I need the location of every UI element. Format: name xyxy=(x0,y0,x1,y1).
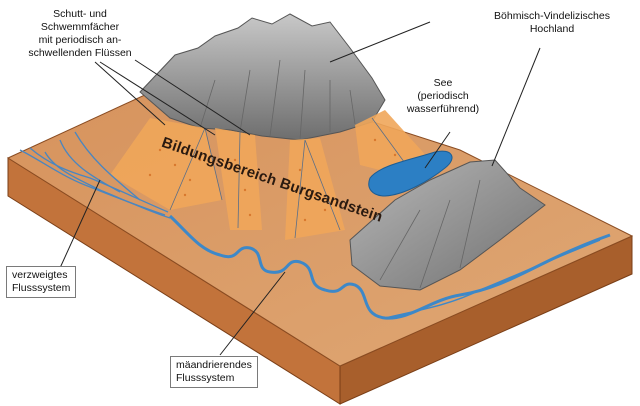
leader-lines xyxy=(59,21,541,356)
label-lake-line-1: See xyxy=(433,77,453,89)
alluvial-fans xyxy=(110,110,430,240)
label-braided-river-line-2: Flusssystem xyxy=(12,282,71,294)
label-meandering-river: mäandrierendes Flusssystem xyxy=(170,356,258,388)
label-braided-river-line-1: verzweigtes xyxy=(12,269,68,281)
highland-mountain xyxy=(349,159,546,291)
label-alluvial-fans-line-3: mit periodisch an- xyxy=(38,34,122,46)
meandering-river xyxy=(168,214,611,320)
label-lake-line-2: (periodisch xyxy=(417,90,469,102)
label-lake-line-3: wasserführend) xyxy=(406,103,480,115)
periodic-lake xyxy=(368,150,453,197)
label-highland-line-1: Böhmisch-Vindelizisches xyxy=(494,10,610,22)
mountain-ridges xyxy=(199,59,356,141)
main-mountain xyxy=(139,13,386,141)
label-meandering-river-line-2: Flusssystem xyxy=(176,372,235,384)
label-alluvial-fans-line-2: Schwemmfächer xyxy=(40,21,120,33)
label-braided-river: verzweigtes Flusssystem xyxy=(6,266,77,298)
label-alluvial-fans: Schutt- und Schwemmfächer mit periodisch… xyxy=(28,8,132,60)
label-highland: Böhmisch-Vindelizisches Hochland xyxy=(488,10,616,36)
label-meandering-river-line-1: mäandrierendes xyxy=(176,359,252,371)
braided-river xyxy=(19,131,171,219)
label-highland-line-2: Hochland xyxy=(529,23,575,35)
label-alluvial-fans-line-4: schwellenden Flüssen xyxy=(28,47,132,59)
label-lake: See (periodisch wasserführend) xyxy=(400,77,486,116)
label-alluvial-fans-line-1: Schutt- und xyxy=(53,8,107,20)
